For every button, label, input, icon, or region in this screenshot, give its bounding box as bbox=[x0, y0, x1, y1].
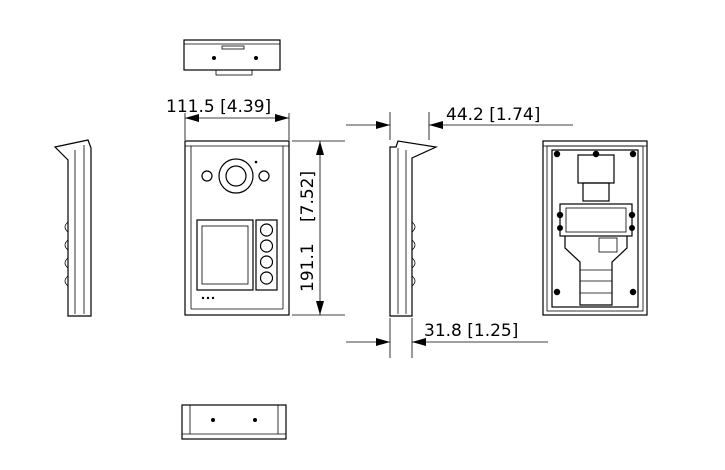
back-view bbox=[542, 140, 648, 316]
height-dimension: 191.1 [7.52] bbox=[292, 140, 345, 316]
bottom-view bbox=[181, 404, 287, 440]
width-label: 111.5 [4.39] bbox=[166, 97, 271, 117]
depth-top-label: 44.2 [1.74] bbox=[446, 105, 540, 125]
front-view bbox=[184, 140, 290, 316]
depth-top-dimension: 44.2 [1.74] bbox=[346, 105, 573, 140]
height-mm-label: 191.1 bbox=[298, 243, 318, 292]
depth-bottom-dimension: 31.8 [1.25] bbox=[346, 318, 548, 358]
depth-bottom-label: 31.8 [1.25] bbox=[424, 321, 518, 341]
top-view bbox=[183, 39, 281, 76]
height-in-label: [7.52] bbox=[298, 171, 318, 222]
left-side-view bbox=[53, 139, 92, 317]
width-dimension: 111.5 [4.39] bbox=[166, 97, 290, 140]
right-side-view bbox=[389, 140, 439, 317]
